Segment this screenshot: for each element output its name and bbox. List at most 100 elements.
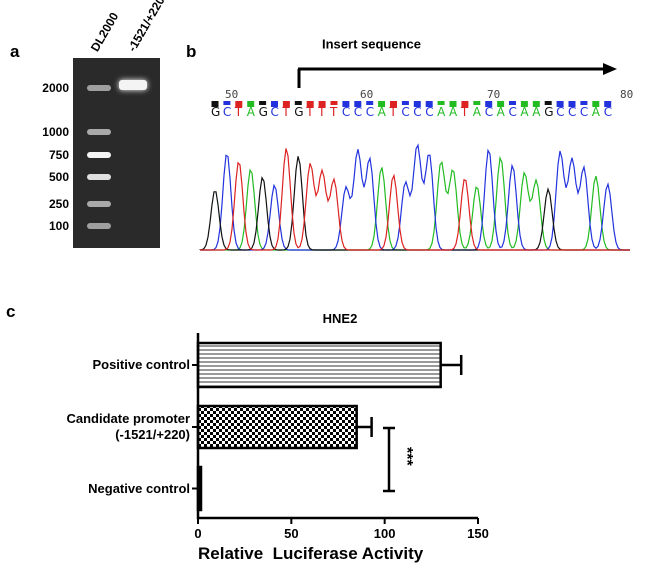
base-marker (425, 101, 433, 107)
significance-bracket (383, 426, 395, 493)
base-marker (294, 101, 302, 105)
base-call: T (317, 105, 326, 119)
base-call: C (342, 105, 350, 119)
base-marker (520, 101, 528, 107)
base-marker (509, 101, 516, 105)
bar (196, 341, 442, 389)
base-marker (485, 101, 493, 107)
marker-label: 1000 (42, 125, 69, 139)
marker-label: 750 (48, 148, 69, 162)
arrow-head (603, 63, 617, 75)
category-label: Candidate promoter(-1521/+220) (10, 411, 190, 443)
base-marker (306, 101, 314, 107)
position-number: 80 (620, 88, 633, 101)
position-number: 50 (225, 88, 238, 101)
base-call: G (259, 105, 268, 119)
base-call: C (509, 105, 517, 119)
base-marker (532, 101, 540, 107)
base-marker (544, 101, 552, 105)
significance-label: *** (398, 447, 415, 466)
ladder-band (87, 152, 111, 158)
base-call: C (568, 105, 576, 119)
category-line: Positive control (92, 357, 190, 372)
category-label: Positive control (10, 357, 190, 373)
base-marker (473, 101, 481, 105)
base-call: G (294, 105, 303, 119)
base-marker (401, 101, 409, 105)
x-tick-label: 100 (373, 526, 396, 541)
base-call: A (520, 105, 529, 119)
ladder-band (87, 174, 111, 180)
insert-sequence-title: Insert sequence (322, 37, 421, 52)
base-call: T (234, 105, 243, 119)
panel-label-c: c (6, 302, 16, 321)
marker-label: 500 (48, 170, 69, 184)
gel-image (73, 58, 160, 248)
x-tick-label: 150 (467, 526, 489, 541)
x-axis-label: Relative Luciferase Activity (198, 544, 424, 563)
panel-label-a: a (10, 42, 20, 61)
x-tick-label: 50 (284, 526, 299, 541)
base-call: C (485, 105, 493, 119)
base-call: T (329, 105, 338, 119)
chart-title: HNE2 (322, 311, 358, 326)
ladder-band (87, 129, 111, 135)
base-marker (223, 101, 231, 105)
base-call: A (378, 105, 387, 119)
category-line: (-1521/+220) (115, 427, 190, 442)
base-marker (461, 101, 469, 107)
base-marker (604, 101, 612, 107)
base-marker (354, 101, 362, 107)
base-call: A (437, 105, 446, 119)
marker-label: 100 (48, 219, 69, 233)
bar (196, 404, 358, 450)
base-marker (556, 101, 564, 107)
marker-label: 250 (48, 197, 69, 211)
base-call: C (580, 105, 588, 119)
position-number: 70 (487, 88, 500, 101)
category-line: Negative control (88, 480, 190, 496)
base-call: T (281, 105, 290, 119)
base-call: A (247, 105, 256, 119)
ladder-band (87, 223, 111, 229)
base-call: C (556, 105, 564, 119)
base-call: T (389, 105, 398, 119)
category-label: Negative control (10, 481, 190, 497)
base-call: T (305, 105, 314, 119)
base-call: C (354, 105, 362, 119)
base-marker (318, 101, 326, 107)
base-marker (497, 101, 505, 107)
base-marker (449, 101, 457, 107)
base-call: A (532, 105, 541, 119)
ladder-band (87, 201, 111, 207)
base-marker (211, 101, 219, 107)
base-call: C (223, 105, 231, 119)
marker-label: 2000 (42, 81, 69, 95)
base-marker (282, 101, 290, 107)
base-call: C (401, 105, 409, 119)
base-marker (330, 101, 338, 105)
base-call: G (211, 105, 220, 119)
base-marker (580, 101, 588, 105)
base-marker (437, 101, 445, 105)
base-call: T (460, 105, 469, 119)
base-call: A (592, 105, 601, 119)
base-marker (568, 101, 576, 107)
base-marker (378, 101, 386, 107)
error-bar (440, 355, 463, 375)
base-marker (366, 101, 374, 105)
base-call: A (449, 105, 458, 119)
trace-C (200, 143, 630, 251)
error-bar (356, 417, 373, 437)
base-marker (592, 101, 600, 107)
sample-band (119, 80, 147, 90)
base-marker (390, 101, 397, 107)
base-marker (413, 101, 421, 107)
x-tick-label: 0 (194, 526, 202, 541)
base-marker (271, 101, 278, 107)
base-call: C (425, 105, 433, 119)
base-marker (235, 101, 243, 107)
base-call: C (604, 105, 612, 119)
